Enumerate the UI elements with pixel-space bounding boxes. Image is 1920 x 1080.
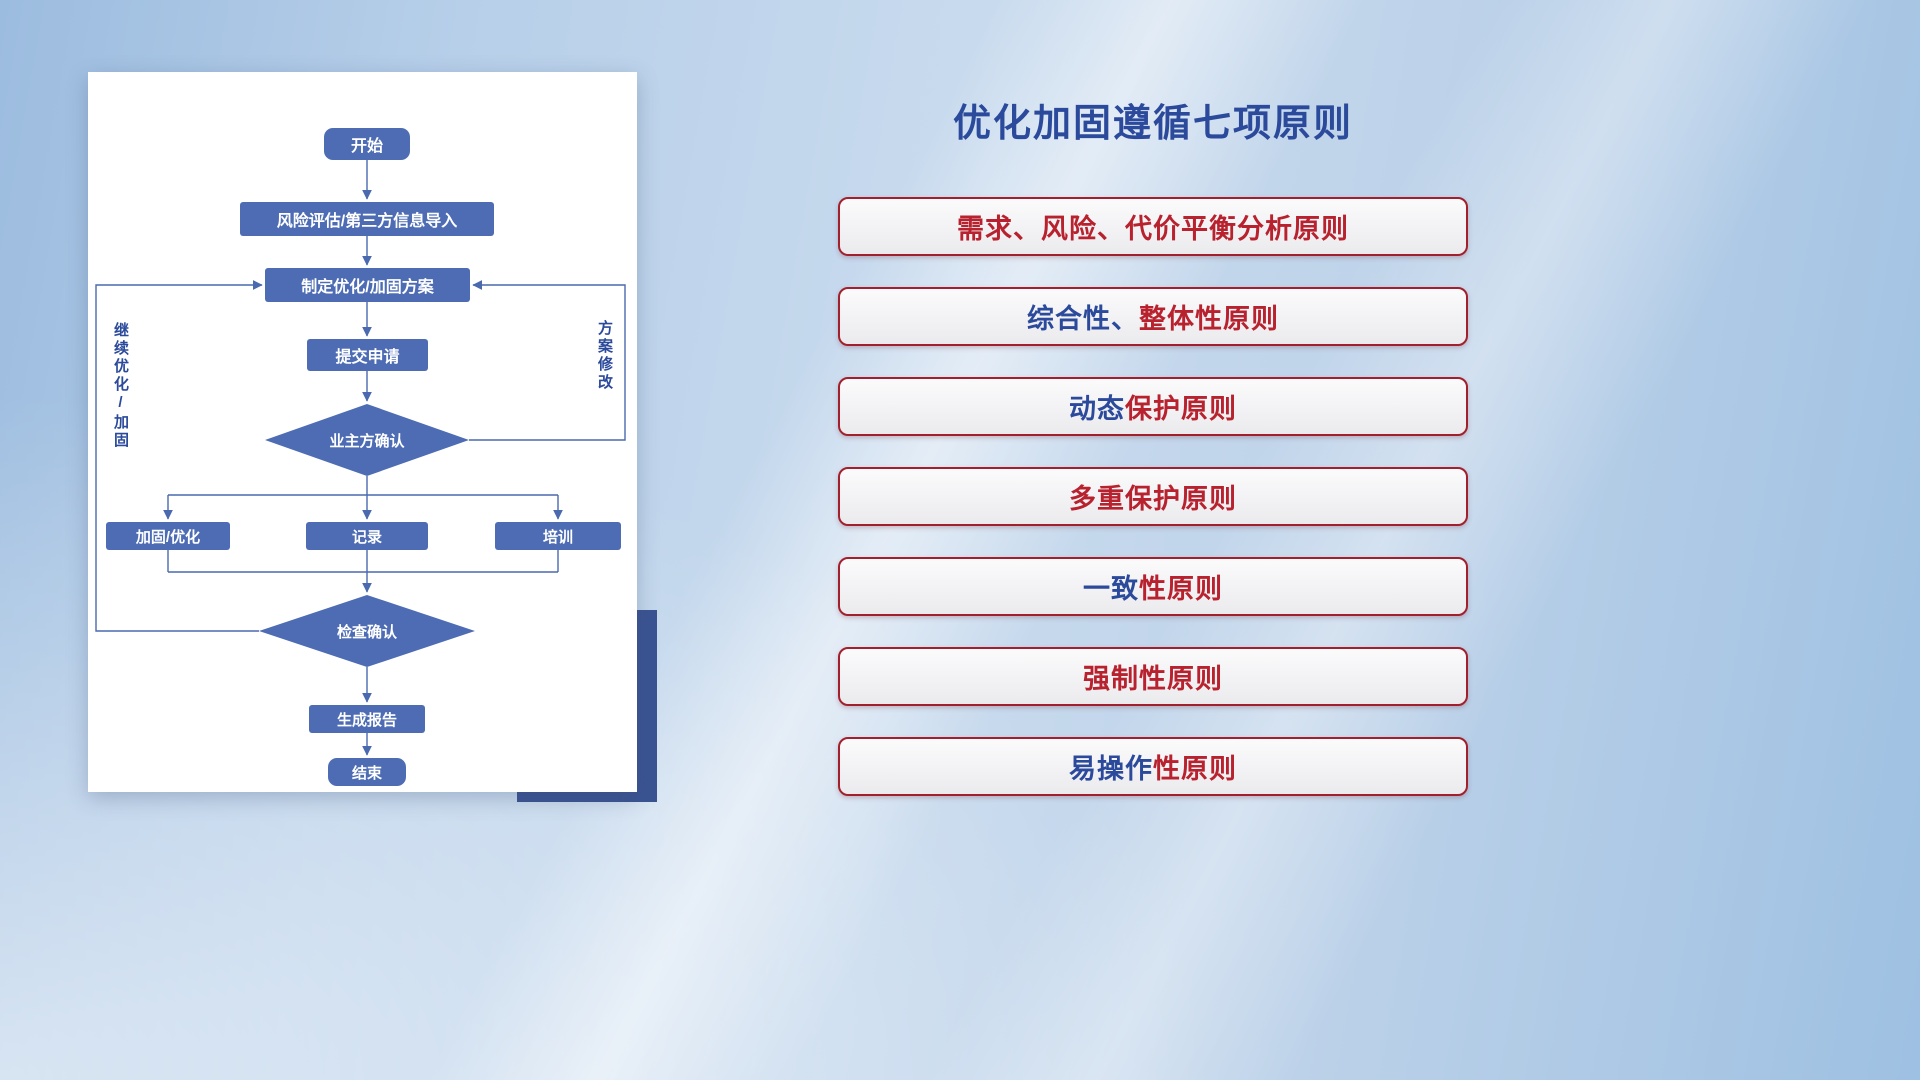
flow-node-harden: 加固/优化 (106, 522, 230, 550)
panel-title: 优化加固遵循七项原则 (952, 103, 1353, 145)
principle-item-4: 多重保护原则 (838, 467, 1468, 526)
flow-node-make-plan: 制定优化/加固方案 (265, 268, 470, 302)
principle-1-text-red: 需求、风险、代价平衡分析原则 (957, 214, 1349, 244)
principle-5-text-red: 性原则 (1139, 574, 1223, 604)
connector-lines (95, 160, 626, 756)
flowchart-card: 开始 风险评估/第三方信息导入 制定优化/加固方案 提交申请 业主方确认 加固/… (88, 72, 637, 792)
principles-list: 需求、风险、代价平衡分析原则 综合性、整体性原则 动态保护原则 多重保护原则 一… (838, 197, 1468, 796)
flow-node-end: 结束 (328, 758, 406, 786)
flow-node-record: 记录 (306, 522, 428, 550)
principle-7-text-red: 性原则 (1153, 754, 1237, 784)
principle-item-6: 强制性原则 (838, 647, 1468, 706)
principle-3-text-red: 保护原则 (1125, 394, 1237, 424)
edge-label-continue-optimize: 继续优化/加固 (112, 322, 129, 450)
principle-7-text-blue: 易操作 (1069, 754, 1153, 784)
flowchart-connectors (95, 160, 626, 756)
flow-node-risk-import: 风险评估/第三方信息导入 (240, 202, 494, 236)
principle-2-text-red: 整体性原则 (1139, 304, 1279, 334)
flow-node-report: 生成报告 (309, 705, 425, 733)
principle-item-5: 一致性原则 (838, 557, 1468, 616)
principle-item-2: 综合性、整体性原则 (838, 287, 1468, 346)
principle-6-text-red: 强制性原则 (1083, 664, 1223, 694)
principle-item-7: 易操作性原则 (838, 737, 1468, 796)
flow-node-start: 开始 (324, 128, 410, 160)
principle-item-3: 动态保护原则 (838, 377, 1468, 436)
principle-3-text-blue: 动态 (1069, 394, 1125, 424)
principle-item-1: 需求、风险、代价平衡分析原则 (838, 197, 1468, 256)
flow-node-train: 培训 (495, 522, 621, 550)
principle-4-text-red: 多重保护原则 (1069, 484, 1237, 514)
principle-5-text-blue: 一致 (1083, 574, 1139, 604)
edge-label-plan-revision: 方案修改 (596, 320, 613, 392)
flow-node-submit: 提交申请 (307, 339, 428, 371)
principle-2-text-blue: 综合性、 (1027, 304, 1139, 334)
